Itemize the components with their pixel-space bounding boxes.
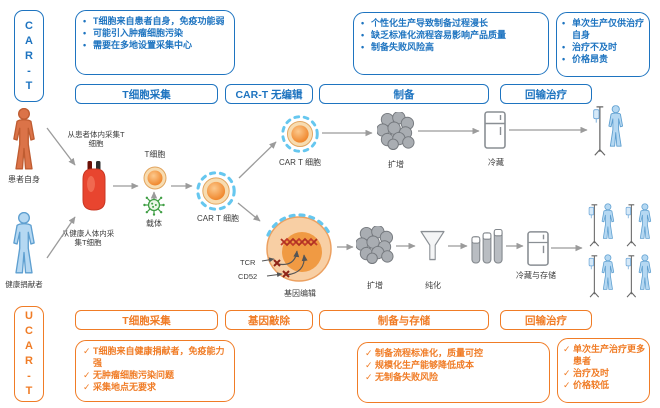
purify-label: 纯化 <box>425 281 441 290</box>
stage-bar-cart-preparation: 制备 <box>319 84 489 104</box>
iv-patient-icon <box>592 102 628 159</box>
ucar-t-reinfusion-benefits-box: ✓单次生产治疗更多患者 ✓治疗及时 ✓价格较低 <box>557 338 650 403</box>
fridge-icon <box>527 231 549 266</box>
edit-arrow <box>285 254 308 276</box>
tcr-label: TCR <box>240 258 256 267</box>
bullet-icon: • <box>361 29 365 40</box>
funnel-icon <box>419 229 446 263</box>
donor-label: 健康捐献者 <box>5 280 43 289</box>
issue-text: T细胞来自患者自身，免疫功能弱 <box>93 16 225 26</box>
bullet-icon: • <box>562 53 566 64</box>
car-t-cell-icon <box>281 115 319 153</box>
stage-bar-cart-tcell-collection: T细胞采集 <box>75 84 218 104</box>
benefit-text: 制备流程标准化，质量可控 <box>375 348 484 358</box>
stage-bar-cart-no-edit: CAR-T 无编辑 <box>225 84 313 104</box>
gene-edit-label: 基因编辑 <box>284 289 316 298</box>
benefit-text: 规模化生产能够降低成本 <box>375 359 475 370</box>
check-icon: ✓ <box>83 381 91 392</box>
bullet-icon: • <box>562 41 566 52</box>
car-t-side-label: C A R - T <box>14 10 44 102</box>
expand-top-label: 扩增 <box>388 160 404 169</box>
check-icon: ✓ <box>563 367 571 378</box>
check-icon: ✓ <box>365 348 373 358</box>
cd52-label: CD52 <box>238 272 258 281</box>
iv-patient-icon <box>586 252 620 300</box>
stage-bar-ucart-reinfusion: 回输治疗 <box>500 310 592 330</box>
benefit-text: 采集地点无要求 <box>93 381 157 392</box>
issue-text: 个性化生产导致制备过程漫长 <box>371 18 489 28</box>
issue-text: 需要在多地设置采集中心 <box>93 39 193 50</box>
car-t-collection-issues-box: • T细胞来自患者自身，免疫功能弱 • 可能引入肿瘤细胞污染 • 需要在多地设置采集中… <box>75 10 235 75</box>
issue-text: 单次生产仅供治疗自身 <box>572 18 645 40</box>
check-icon: ✓ <box>563 344 571 354</box>
benefit-text: T细胞来自健康捐献者，免疫能力强 <box>93 346 225 368</box>
cell-cluster-icon <box>356 226 394 264</box>
benefit-text: 单次生产治疗更多患者 <box>573 344 646 366</box>
dashed-receptor-arc <box>266 213 332 237</box>
ucar-t-side-label: U C A R - T <box>14 306 44 402</box>
vector-label: 载体 <box>146 219 162 228</box>
iv-patient-icon <box>586 201 620 249</box>
issue-text: 可能引入肿瘤细胞污染 <box>93 27 184 38</box>
bullet-icon: • <box>83 16 87 26</box>
arrow <box>238 141 277 179</box>
ucar-t-collection-benefits-box: ✓T细胞来自健康捐献者，免疫能力强 ✓无肿瘤细胞污染问题 ✓采集地点无要求 <box>75 340 235 402</box>
issue-text: 制备失败风险高 <box>371 41 435 52</box>
benefit-text: 无制备失败风险 <box>375 371 439 382</box>
knockout-mark-icon <box>273 259 290 278</box>
dna-strand-icon <box>280 237 318 247</box>
iv-patient-icon <box>623 252 657 300</box>
stage-bar-cart-reinfusion: 回输治疗 <box>500 84 592 104</box>
stage-bar-ucart-tcell-collection: T细胞采集 <box>75 310 218 330</box>
t-cell-icon <box>143 166 167 190</box>
cold-store-label: 冷藏与存储 <box>516 271 556 280</box>
viral-vector-icon <box>143 194 165 216</box>
dna-strand-icon <box>280 237 318 247</box>
bullet-icon: • <box>562 18 566 28</box>
check-icon: ✓ <box>365 371 373 382</box>
issue-text: 治疗不及时 <box>572 41 618 52</box>
collect-from-patient-label: 从患者体内采集T细胞 <box>67 130 125 149</box>
check-icon: ✓ <box>83 346 91 356</box>
gene-edited-cell-icon <box>266 213 332 282</box>
donor-person-icon <box>8 211 40 277</box>
collect-from-donor-label: 从健康人体内采集T细胞 <box>61 229 115 248</box>
bullet-icon: • <box>83 27 87 38</box>
car-t-cell-label: CAR T 细胞 <box>197 214 239 223</box>
car-t-cell-top-label: CAR T 细胞 <box>279 158 321 167</box>
blood-bag-icon <box>79 160 109 212</box>
stage-bar-ucart-gene-knockout: 基因敲除 <box>225 310 313 330</box>
ucar-t-preparation-benefits-box: ✓制备流程标准化，质量可控 ✓规模化生产能够降低成本 ✓无制备失败风险 <box>357 342 550 403</box>
benefit-text: 价格较低 <box>573 379 610 390</box>
check-icon: ✓ <box>563 379 571 390</box>
benefit-text: 无肿瘤细胞污染问题 <box>93 369 175 380</box>
t-cell-label: T细胞 <box>144 150 166 159</box>
car-t-cell-icon <box>196 171 236 211</box>
bullet-icon: • <box>361 18 365 28</box>
cold-storage-top-label: 冷藏 <box>488 158 504 167</box>
issue-text: 价格昂贵 <box>572 53 609 64</box>
stage-bar-ucart-prep-storage: 制备与存储 <box>319 310 489 330</box>
issue-text: 缺乏标准化流程容易影响产品质量 <box>371 29 507 40</box>
edit-arrow <box>277 250 300 266</box>
benefit-text: 治疗及时 <box>573 367 610 378</box>
patient-label: 患者自身 <box>8 175 40 184</box>
car-t-reinfusion-issues-box: • 单次生产仅供治疗自身 • 治疗不及时 • 价格昂贵 <box>556 12 650 77</box>
cell-cluster-icon <box>377 112 415 150</box>
patient-person-icon <box>8 107 40 173</box>
test-tubes-icon <box>471 228 504 265</box>
bullet-icon: • <box>83 39 87 50</box>
expand-bottom-label: 扩增 <box>367 281 383 290</box>
bullet-icon: • <box>361 41 365 52</box>
car-t-preparation-issues-box: • 个性化生产导致制备过程漫长 • 缺乏标准化流程容易影响产品质量 • 制备失败风险高 <box>353 12 549 75</box>
iv-patient-icon <box>623 201 657 249</box>
fridge-icon <box>484 111 506 149</box>
check-icon: ✓ <box>365 359 373 370</box>
check-icon: ✓ <box>83 369 91 380</box>
